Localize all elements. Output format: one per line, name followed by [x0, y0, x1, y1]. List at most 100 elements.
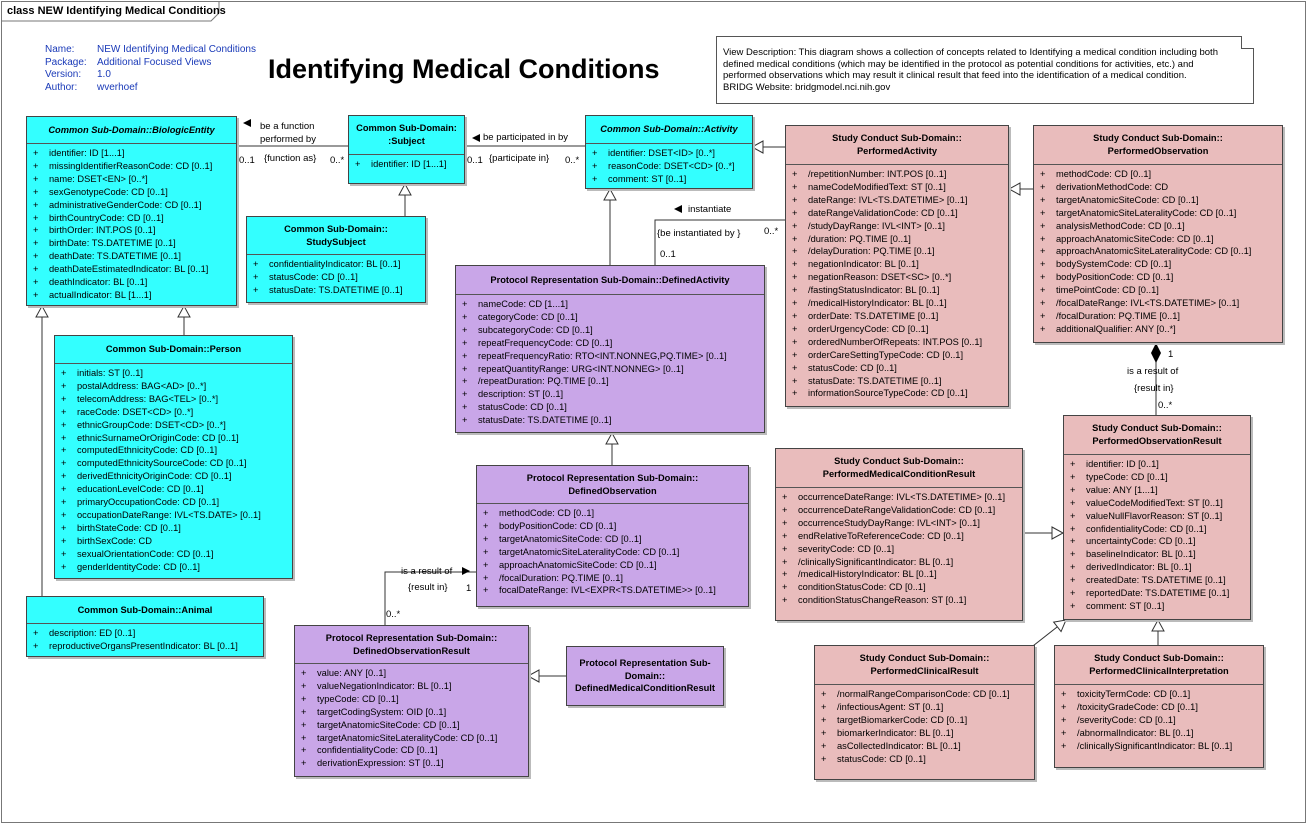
attribute: +missingIdentifierReasonCode: CD [0..1] [33, 160, 213, 171]
class-activity[interactable]: Common Sub-Domain::Activity +identifier:… [585, 115, 753, 189]
class-header: Common Sub-Domain::Person [55, 336, 292, 364]
class-defined-observation-result[interactable]: Protocol Representation Sub-Domain::Defi… [294, 625, 529, 777]
class-performed-activity[interactable]: Study Conduct Sub-Domain::PerformedActiv… [785, 125, 1009, 407]
attribute: +birthCountryCode: CD [0..1] [33, 212, 164, 223]
note-line: performed observations which may result … [723, 70, 1187, 81]
assoc-label: is a result of [1127, 366, 1179, 377]
attribute: +raceCode: DSET<CD> [0..*] [61, 406, 194, 417]
class-title: Common Sub-Domain::Person [105, 344, 242, 355]
meta-row: Version:1.0 [45, 69, 256, 82]
attribute: +derivedEthnicityOriginCode: CD [0..1] [61, 471, 232, 482]
class-attributes: +/normalRangeComparisonCode: CD [0..1] +… [815, 685, 1034, 765]
attribute: +negationReason: DSET<SC> [0..*] [792, 272, 952, 283]
meta-key: Version: [45, 69, 82, 81]
class-title: Common Sub-Domain::BiologicEntity [48, 124, 215, 135]
class-attributes: +identifier: DSET<ID> [0..*] +reasonCode… [586, 144, 752, 186]
class-header: Protocol Representation Sub-Domain::Defi… [456, 266, 764, 295]
class-title: DefinedObservationResult [353, 645, 470, 656]
class-attributes: +methodCode: CD [0..1] +bodyPositionCode… [477, 504, 748, 597]
class-performed-observation[interactable]: Study Conduct Sub-Domain::PerformedObser… [1033, 125, 1283, 343]
attribute: +conditionStatusCode: CD [0..1] [782, 582, 926, 593]
class-header: Study Conduct Sub-Domain::PerformedObser… [1064, 416, 1250, 455]
assoc-label: be a function [260, 121, 315, 132]
multiplicity-label: 0..* [565, 155, 580, 166]
attribute: +administrativeGenderCode: CD [0..1] [33, 199, 202, 210]
class-title: PerformedObservationResult [1092, 436, 1222, 446]
attribute: +orderUrgencyCode: CD [0..1] [792, 323, 929, 334]
attribute: +birthStateCode: CD [0..1] [61, 522, 181, 533]
attribute: +baselineIndicator: BL [0..1] [1070, 549, 1196, 560]
class-study-subject[interactable]: Common Sub-Domain::StudySubject +confide… [246, 216, 426, 303]
attribute: +/repeatDuration: PQ.TIME [0..1] [462, 376, 609, 387]
class-defined-activity[interactable]: Protocol Representation Sub-Domain::Defi… [455, 265, 765, 433]
attribute: +targetAnatomicSiteLateralityCode: CD [0… [483, 546, 680, 557]
attribute: +/focalDateRange: IVL<TS.DATETIME> [0..1… [1040, 298, 1240, 309]
attribute: +/infectiousAgent: ST [0..1] [821, 701, 944, 712]
class-defined-observation[interactable]: Protocol Representation Sub-Domain::Defi… [476, 465, 749, 607]
attribute: +name: DSET<EN> [0..*] [33, 173, 148, 184]
class-header: Protocol Representation Sub-Domain::Defi… [567, 647, 723, 705]
meta-value: NEW Identifying Medical Conditions [97, 44, 256, 55]
attribute: +timePointCode: CD [0..1] [1040, 285, 1159, 296]
class-title: PerformedObservation [1107, 146, 1209, 156]
class-title: :Subject [388, 136, 425, 146]
attribute: +/severityCode: CD [0..1] [1061, 714, 1176, 725]
attribute: +nameCode: CD [1...1] [462, 299, 568, 309]
class-performed-clinical-interpretation[interactable]: Study Conduct Sub-Domain::PerformedClini… [1054, 645, 1264, 768]
class-biologic-entity[interactable]: Common Sub-Domain::BiologicEntity +ident… [26, 116, 237, 306]
attribute: +valueNegationIndicator: BL [0..1] [301, 680, 452, 691]
direction-arrow-instantiate [674, 205, 682, 213]
class-animal[interactable]: Common Sub-Domain::Animal +description: … [26, 596, 264, 657]
attribute: +reproductiveOrgansPresentIndicator: BL … [33, 640, 238, 651]
attribute: +educationLevelCode: CD [0..1] [61, 484, 204, 495]
attribute: +statusDate: TS.DATETIME [0..1] [462, 415, 612, 426]
class-subject[interactable]: Common Sub-Domain::Subject +identifier: … [348, 115, 465, 184]
class-person[interactable]: Common Sub-Domain::Person +initials: ST … [54, 335, 293, 579]
attribute: +typeCode: CD [0..1] [301, 693, 399, 704]
meta-row: Author:wverhoef [45, 82, 256, 95]
attribute: +telecomAddress: BAG<TEL> [0..*] [61, 393, 219, 404]
class-title: Common Sub-Domain:: [284, 223, 388, 234]
class-header: Protocol Representation Sub-Domain::Defi… [477, 466, 748, 504]
attribute: +negationIndicator: BL [0..1] [792, 259, 919, 270]
class-title: PerformedMedicalConditionResult [822, 469, 976, 479]
multiplicity-label: 0..1 [660, 249, 676, 260]
class-defined-medical-condition-result[interactable]: Protocol Representation Sub-Domain::Defi… [566, 646, 724, 706]
attribute: +ethnicSurnameOrOriginCode: CD [0..1] [61, 432, 239, 443]
multiplicity-label: 0..1 [239, 155, 255, 166]
attribute: +reportedDate: TS.DATETIME [0..1] [1070, 588, 1230, 599]
attribute: +sexGenotypeCode: CD [0..1] [33, 186, 168, 197]
class-performed-medical-condition-result[interactable]: Study Conduct Sub-Domain::PerformedMedic… [775, 448, 1023, 621]
meta-row: Name:NEW Identifying Medical Conditions [45, 44, 256, 57]
attribute: +valueNullFlavorReason: ST [0..1] [1070, 510, 1223, 521]
class-attributes: +identifier: ID [0..1] +typeCode: CD [0.… [1064, 455, 1250, 613]
class-attributes: +toxicityTermCode: CD [0..1] +/toxicityG… [1055, 685, 1263, 753]
view-description-note: View Description: This diagram shows a c… [716, 36, 1254, 104]
attribute: +/abnormalIndicator: BL [0..1] [1061, 727, 1194, 738]
attribute: +orderCareSettingTypeCode: CD [0..1] [792, 349, 964, 360]
attribute: +comment: ST [0..1] [592, 173, 687, 184]
note-line: BRIDG Website: bridgmodel.nci.nih.gov [723, 81, 891, 93]
frame-title: class NEW Identifying Medical Conditions [7, 5, 226, 17]
attribute: +categoryCode: CD [0..1] [462, 311, 578, 322]
class-performed-clinical-result[interactable]: Study Conduct Sub-Domain::PerformedClini… [814, 645, 1035, 780]
attribute: +computedEthnicityCode: CD [0..1] [61, 445, 218, 456]
attribute: +confidentialityIndicator: BL [0..1] [253, 259, 401, 269]
note-line: defined medical conditions (which may be… [723, 58, 1194, 70]
class-performed-observation-result[interactable]: Study Conduct Sub-Domain::PerformedObser… [1063, 415, 1251, 620]
assoc-role-label: {result in} [1134, 383, 1174, 394]
attribute: +dateRangeValidationCode: CD [0..1] [792, 207, 958, 218]
note-line: View Description: This diagram shows a c… [723, 47, 1218, 58]
attribute: +approachAnatomicSiteLateralityCode: CD … [1040, 246, 1252, 257]
attribute: +occupationDateRange: IVL<TS.DATE> [0..1… [61, 509, 261, 520]
multiplicity-label: 1 [1168, 349, 1174, 360]
association-definedobservation-definedobsresult [384, 571, 477, 625]
class-attributes: +confidentialityIndicator: BL [0..1] +st… [247, 255, 425, 297]
attribute: +methodCode: CD [0..1] [483, 508, 595, 518]
direction-arrow-is-result-of-a [462, 567, 470, 575]
direction-arrow-be-a-function [243, 119, 251, 127]
attribute: +toxicityTermCode: CD [0..1] [1061, 689, 1191, 699]
class-title: PerformedClinicalInterpretation [1089, 666, 1229, 676]
attribute: +/repetitionNumber: INT.POS [0..1] [792, 169, 947, 179]
